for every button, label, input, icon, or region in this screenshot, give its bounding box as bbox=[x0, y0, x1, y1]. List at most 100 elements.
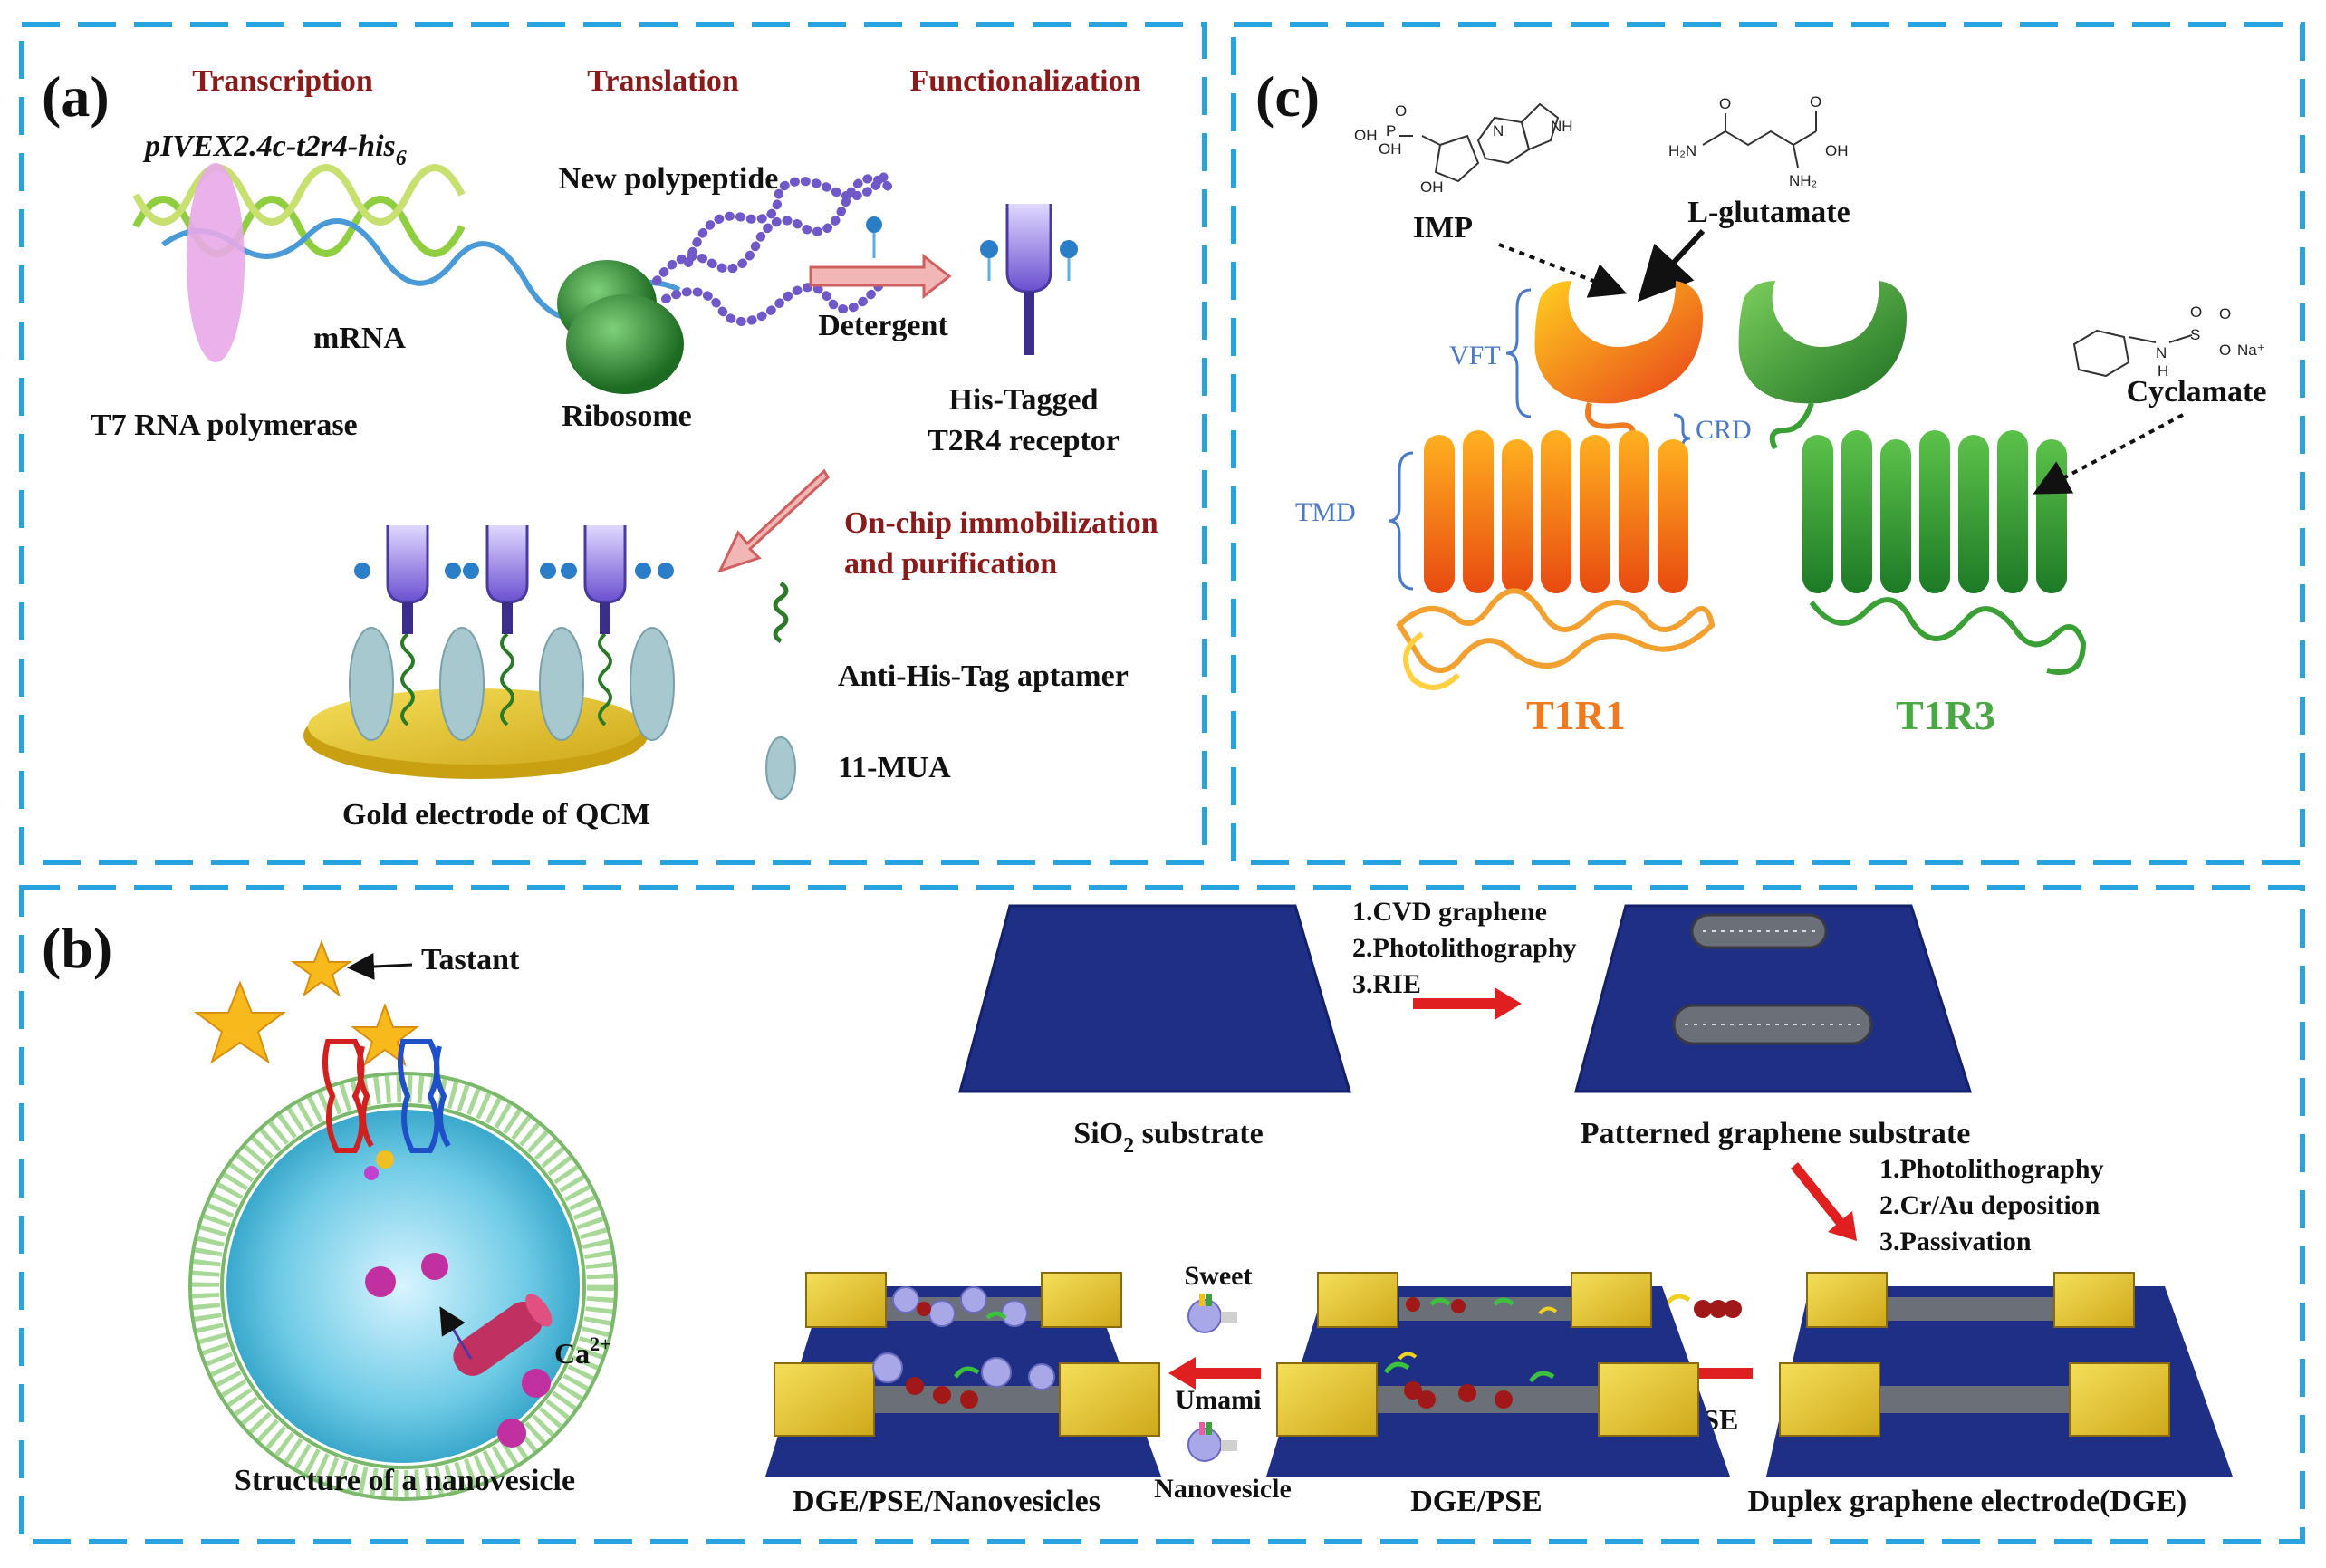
arrow-nanovesicle bbox=[1168, 1357, 1261, 1390]
glu-h2n: H₂N bbox=[1668, 142, 1696, 159]
glutamate-structure bbox=[1702, 111, 1817, 168]
imp-label: IMP bbox=[1413, 211, 1473, 245]
onchip-label-2: and purification bbox=[844, 547, 1057, 581]
imp-n: N bbox=[1493, 122, 1504, 139]
dge-label: Duplex graphene electrode(DGE) bbox=[1748, 1485, 2187, 1518]
panel-b-border bbox=[19, 885, 2305, 1544]
pse-molecule-icon bbox=[1664, 1294, 1742, 1318]
ribosome bbox=[557, 260, 684, 394]
nanovesicle-title: Structure of a nanovesicle bbox=[235, 1464, 575, 1497]
glu-o-1: O bbox=[1719, 95, 1731, 112]
step2-3: 3.Passivation bbox=[1879, 1227, 2032, 1256]
umami-label: Umami bbox=[1176, 1385, 1262, 1415]
panel-a-label: (a) bbox=[42, 64, 110, 129]
aptamer-icon bbox=[773, 581, 789, 644]
mrna-label: mRNA bbox=[313, 322, 406, 355]
patterned-label: Patterned graphene substrate bbox=[1581, 1117, 1971, 1150]
t1r1-tmd bbox=[1396, 402, 1716, 690]
crd-label: CRD bbox=[1696, 415, 1752, 445]
t1r3-label: T1R3 bbox=[1896, 692, 1995, 738]
step2-1: 1.Photolithography bbox=[1879, 1154, 2104, 1184]
aptamer-label: Anti-His-Tag aptamer bbox=[838, 659, 1129, 693]
new-polypeptide bbox=[652, 168, 897, 326]
tastant-stars bbox=[194, 939, 419, 1067]
imp-oh-2: OH bbox=[1379, 140, 1402, 158]
cyc-o-1: O bbox=[2190, 303, 2202, 321]
step2-2: 2.Cr/Au deposition bbox=[1879, 1190, 2100, 1220]
dge-pse-device bbox=[1266, 1272, 1730, 1477]
gold-electrode bbox=[303, 525, 675, 779]
mua-label: 11-MUA bbox=[838, 751, 951, 784]
panel-c-border bbox=[1231, 22, 2305, 865]
imp-p: P bbox=[1386, 122, 1396, 139]
sweet-vesicle-icon bbox=[1187, 1294, 1237, 1333]
detergent-arrow bbox=[809, 216, 952, 300]
arrow-step2 bbox=[1791, 1162, 1857, 1241]
cyc-n: N bbox=[2156, 344, 2167, 361]
nanovesicle-label: Nanovesicle bbox=[1154, 1474, 1292, 1504]
ribosome-label: Ribosome bbox=[562, 399, 692, 433]
t1r1-vft bbox=[1534, 281, 1703, 404]
dge-pse-nano-device bbox=[765, 1272, 1161, 1477]
dge-pse-label: DGE/PSE bbox=[1410, 1485, 1542, 1518]
sweet-label: Sweet bbox=[1185, 1261, 1253, 1291]
gold-electrode-label: Gold electrode of QCM bbox=[342, 798, 650, 832]
glu-oh: OH bbox=[1825, 142, 1849, 159]
t7-label: T7 RNA polymerase bbox=[91, 409, 358, 442]
step-functionalization: Functionalization bbox=[909, 64, 1140, 98]
new-polypeptide-label: New polypeptide bbox=[559, 162, 779, 196]
cyc-s: S bbox=[2190, 326, 2200, 343]
tastant-pointer bbox=[347, 953, 413, 980]
mua-icon bbox=[765, 736, 796, 800]
lglutamate-arrow bbox=[1637, 228, 1706, 303]
tmd-label: TMD bbox=[1295, 497, 1356, 527]
step1-2: 2.Photolithography bbox=[1352, 933, 1577, 963]
t1r3-vft bbox=[1738, 281, 1907, 404]
panel-a-border bbox=[19, 22, 1207, 865]
sio2-substrate bbox=[958, 904, 1352, 1093]
step-translation: Translation bbox=[587, 64, 739, 98]
imp-nh: NH bbox=[1551, 118, 1573, 135]
step1-1: 1.CVD graphene bbox=[1352, 897, 1547, 927]
imp-oh-3: OH bbox=[1420, 178, 1444, 196]
ca-label: Ca2+ bbox=[554, 1332, 611, 1370]
imp-structure bbox=[1399, 102, 1560, 183]
step-transcription: Transcription bbox=[192, 64, 373, 98]
lglutamate-label: L-glutamate bbox=[1687, 196, 1850, 229]
panel-borders bbox=[19, 22, 2305, 1544]
panel-a: (a) Transcription Translation Functional… bbox=[42, 64, 1158, 832]
plasmid-label: pIVEX2.4c-t2r4-his6 bbox=[142, 130, 407, 170]
t7-polymerase bbox=[187, 163, 245, 362]
cyc-o-3: O bbox=[2219, 341, 2231, 359]
glu-o-2: O bbox=[1810, 93, 1821, 111]
step1-3: 3.RIE bbox=[1352, 969, 1421, 999]
patterned-substrate bbox=[1574, 904, 1973, 1093]
sio2-label: SiO2 substrate bbox=[1073, 1117, 1263, 1158]
dge-pse-nano-label: DGE/PSE/Nanovesicles bbox=[793, 1485, 1101, 1518]
nanovesicle bbox=[188, 1039, 618, 1501]
immobilization-arrow bbox=[717, 468, 830, 573]
panel-c: (c) OH P OH O OH N NH IMP H₂N O O OH NH₂… bbox=[1255, 64, 2266, 738]
glu-nh2: NH₂ bbox=[1789, 172, 1817, 189]
cyc-o-2: O bbox=[2219, 305, 2231, 322]
panel-c-label: (c) bbox=[1255, 64, 1320, 129]
cyclamate-structure bbox=[2072, 329, 2193, 378]
vft-label: VFT bbox=[1449, 341, 1501, 370]
cyc-h: H bbox=[2158, 362, 2168, 380]
cyclamate-arrow bbox=[2033, 413, 2184, 495]
umami-vesicle-icon bbox=[1187, 1422, 1237, 1462]
panel-b: (b) Tastant bbox=[42, 897, 2233, 1518]
dge-device bbox=[1766, 1272, 2233, 1477]
his-tagged-label-1: His-Tagged bbox=[948, 383, 1098, 417]
t1r1-label: T1R1 bbox=[1526, 692, 1626, 738]
imp-oh-1: OH bbox=[1354, 127, 1378, 144]
detergent-label: Detergent bbox=[818, 309, 948, 342]
imp-o: O bbox=[1395, 102, 1407, 120]
arrow-step1 bbox=[1413, 987, 1522, 1020]
his-tagged-receptor bbox=[980, 204, 1078, 355]
onchip-label-1: On-chip immobilization bbox=[844, 506, 1158, 540]
t1r3-tmd bbox=[1769, 401, 2087, 675]
cyc-na: Na⁺ bbox=[2237, 341, 2265, 359]
panel-b-label: (b) bbox=[42, 916, 112, 980]
